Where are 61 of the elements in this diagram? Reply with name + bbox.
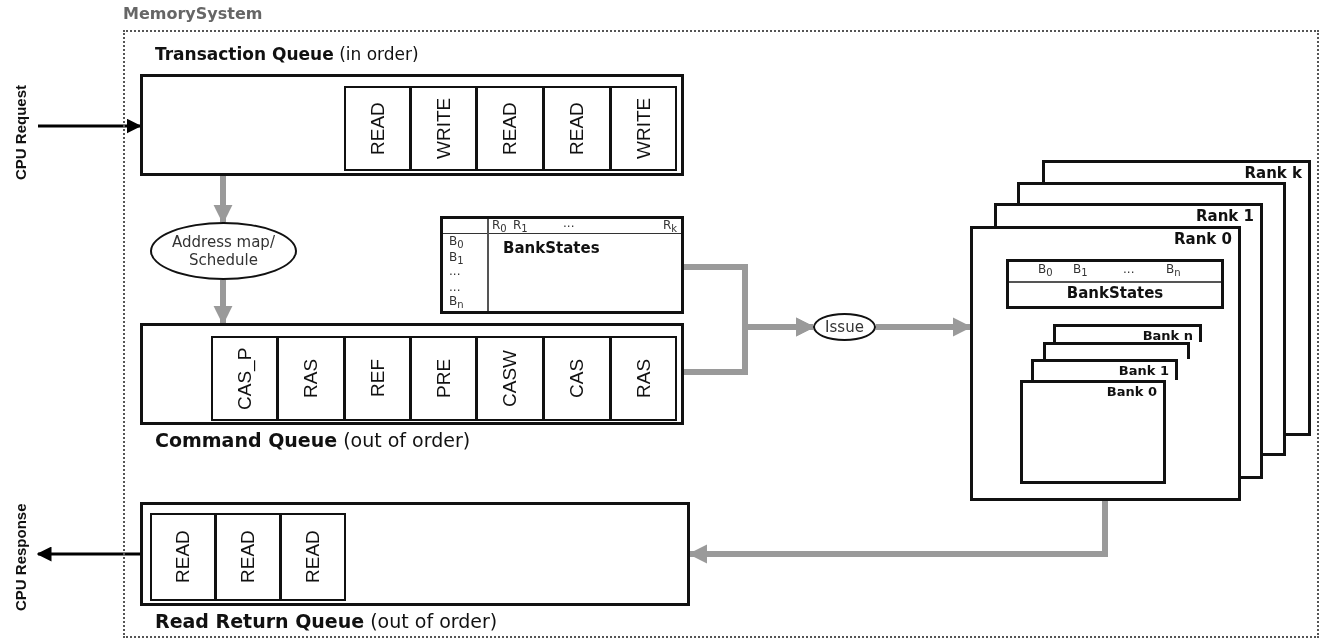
row-label: ... — [449, 280, 461, 294]
command-cell: RAS — [277, 336, 345, 421]
bank-title: Bank 1 — [1118, 363, 1169, 378]
rank-card — [1017, 182, 1286, 204]
table-title: BankStates — [1065, 284, 1165, 302]
command-cell: READ — [280, 513, 346, 601]
rank-card — [1042, 160, 1311, 182]
row-label: ... — [449, 264, 461, 278]
command-cell: READ — [476, 86, 544, 171]
bank-title: Bank n — [1142, 328, 1193, 343]
process-ellipse: Issue — [813, 313, 876, 341]
rank-title: Rank 1 — [1196, 207, 1254, 225]
rank-title: Rank k — [1244, 164, 1302, 182]
rank-card — [994, 203, 1263, 227]
bank-title: Bank 0 — [1106, 384, 1157, 399]
bank-card — [1043, 342, 1190, 359]
arrow — [213, 280, 233, 325]
column-label: B$_{1}$ — [1073, 262, 1088, 279]
arrow — [688, 501, 1108, 564]
bank-card — [1053, 324, 1202, 342]
side-label: CPU Response — [12, 499, 38, 615]
column-label: ... — [1123, 262, 1135, 276]
arrow — [876, 317, 972, 337]
arrow — [213, 176, 233, 224]
row-label: B$_{1}$ — [449, 250, 464, 267]
column-label: ... — [563, 216, 575, 230]
command-cell: PRE — [410, 336, 477, 421]
command-cell: READ — [344, 86, 411, 171]
command-cell: WRITE — [610, 86, 677, 171]
process-ellipse: Address map/ Schedule — [150, 222, 297, 280]
side-label: CPU Request — [12, 80, 38, 184]
bank-state-table — [1006, 259, 1224, 309]
command-cell: READ — [543, 86, 611, 171]
rank-title: Rank 0 — [1174, 230, 1232, 248]
arrow — [38, 118, 142, 134]
command-cell: CAS_P — [211, 336, 278, 421]
arrow — [684, 317, 815, 375]
command-cell: READ — [215, 513, 281, 601]
table-title: BankStates — [503, 239, 600, 257]
command-cell: CASW — [476, 336, 544, 421]
row-label: B$_{n}$ — [449, 294, 464, 311]
bank-card — [1020, 380, 1166, 484]
system-label: MemorySystem — [123, 4, 263, 23]
command-cell: REF — [344, 336, 411, 421]
command-cell: RAS — [610, 336, 677, 421]
column-label: B$_{n}$ — [1166, 262, 1181, 279]
column-label: R$_{0}$ — [492, 218, 507, 235]
command-cell: READ — [150, 513, 216, 601]
queue-title: Read Return Queue (out of order) — [155, 610, 498, 632]
column-label: R$_{1}$ — [513, 218, 528, 235]
bank-card — [1031, 359, 1178, 380]
rank-card — [970, 226, 1241, 501]
command-cell: CAS — [543, 336, 611, 421]
queue-title: Command Queue (out of order) — [155, 429, 471, 451]
queue-title: Transaction Queue (in order) — [155, 44, 419, 64]
bank-state-table — [440, 216, 684, 314]
column-label: R$_{k}$ — [663, 218, 678, 235]
column-label: B$_{0}$ — [1038, 262, 1053, 279]
command-cell: WRITE — [410, 86, 477, 171]
row-label: B$_{0}$ — [449, 234, 464, 251]
arrow — [36, 546, 140, 562]
